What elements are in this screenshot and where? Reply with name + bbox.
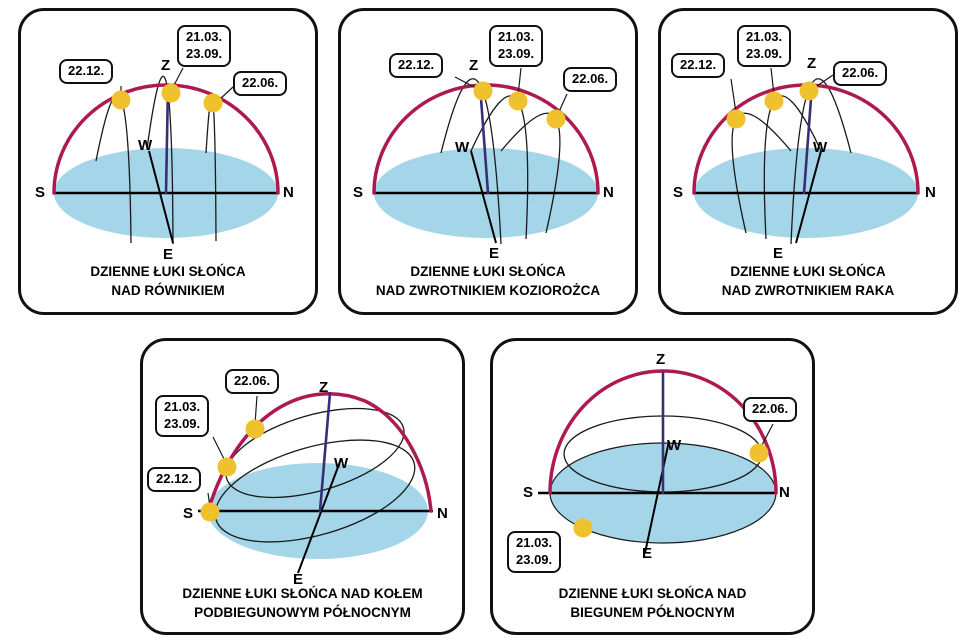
date-connector-line [454, 76, 479, 90]
sun-december-icon [111, 90, 131, 110]
label-south: S [673, 184, 684, 201]
sun-equinox-icon [217, 457, 237, 477]
label-south: S [35, 184, 46, 201]
diagram-equator [52, 67, 280, 245]
label-east: E [293, 571, 304, 588]
label-east: E [489, 245, 500, 262]
panel-equator: S N Z W E 22.12. 21.03. 23.09. 22.06. DZ… [18, 8, 318, 315]
sun-june-icon [203, 93, 223, 113]
date-connector-line [770, 67, 775, 96]
label-west: W [138, 137, 153, 154]
diagram-tropic-of-cancer [692, 67, 920, 245]
sun-path-equinox [214, 439, 416, 543]
sun-path-june [225, 407, 405, 499]
panel-arctic-circle: S N Z W E 22.06. 21.03. 23.09. 22.12. DZ… [140, 338, 465, 635]
label-zenith: Z [656, 351, 666, 368]
panel-caption: DZIENNE ŁUKI SŁOŃCA NAD RÓWNIKIEM [90, 264, 246, 298]
date-connector-line [760, 423, 774, 448]
date-badge-december: 22.12. [389, 53, 444, 78]
date-connector-line [813, 74, 834, 89]
label-north: N [925, 184, 936, 201]
label-zenith: Z [161, 57, 171, 74]
west-east-line [148, 150, 174, 244]
panel-tropic-of-cancer: S N Z W E 22.12. 21.03. 23.09. 22.06. DZ… [658, 8, 958, 315]
sun-equinox-icon [508, 91, 528, 111]
label-west: W [813, 139, 828, 156]
date-connector-line [254, 395, 258, 425]
sun-december-icon [473, 81, 493, 101]
panel-caption: DZIENNE ŁUKI SŁOŃCA NAD KOŁEM PODBIEGUNO… [182, 586, 423, 620]
label-zenith: Z [469, 57, 479, 74]
panel-tropic-of-capricorn: S N Z W E 22.12. 21.03. 23.09. 22.06. DZ… [338, 8, 638, 315]
date-connector-line [517, 67, 522, 97]
sun-equinox-icon [764, 91, 784, 111]
label-south: S [183, 505, 194, 522]
label-west: W [455, 139, 470, 156]
date-badge-equinox: 21.03. 23.09. [507, 531, 562, 573]
sun-june-icon [245, 419, 265, 439]
date-badge-june: 22.06. [563, 67, 618, 92]
label-south: S [523, 484, 534, 501]
label-east: E [163, 246, 174, 263]
zenith-line [802, 83, 814, 195]
panel-north-pole: S N Z W E 22.06. 21.03. 23.09. DZIENNE Ł… [490, 338, 815, 635]
date-badge-equinox: 21.03. 23.09. [155, 395, 210, 437]
label-north: N [779, 484, 790, 501]
label-north: N [283, 184, 294, 201]
sun-june-icon [799, 81, 819, 101]
label-zenith: Z [319, 379, 329, 396]
west-east-line [297, 458, 342, 574]
zenith-line [318, 391, 332, 513]
date-badge-june: 22.06. [743, 397, 798, 422]
sky-dome-arc [548, 369, 778, 495]
date-badge-equinox: 21.03. 23.09. [177, 25, 232, 67]
panel-caption: DZIENNE ŁUKI SŁOŃCA NAD ZWROTNIKIEM RAKA [721, 264, 895, 298]
diagram-tropic-of-capricorn [372, 67, 600, 245]
label-north: N [603, 184, 614, 201]
date-badge-june: 22.06. [833, 61, 888, 86]
label-east: E [642, 545, 653, 562]
diagram-north-pole [538, 369, 778, 554]
sun-june-icon [546, 109, 566, 129]
date-connector-line [212, 436, 226, 462]
label-west: W [334, 455, 349, 472]
panel-caption: DZIENNE ŁUKI SŁOŃCA NAD BIEGUNEM PÓŁNOCN… [558, 586, 747, 620]
sky-dome-arc [206, 392, 433, 513]
sun-path-equinox [146, 75, 174, 245]
west-east-line [470, 150, 497, 244]
sun-december-icon [200, 502, 220, 522]
sun-equinox-icon [161, 83, 181, 103]
label-east: E [773, 245, 784, 262]
label-zenith: Z [807, 55, 817, 72]
label-north: N [437, 505, 448, 522]
date-connector-line [218, 86, 234, 101]
sun-december-icon [726, 109, 746, 129]
sun-equinox-icon [573, 518, 593, 538]
date-badge-december: 22.12. [671, 53, 726, 78]
diagram-arctic-circle [198, 391, 433, 574]
date-badge-equinox: 21.03. 23.09. [737, 25, 792, 67]
sun-june-icon [749, 443, 769, 463]
panel-caption: DZIENNE ŁUKI SŁOŃCA NAD ZWROTNIKIEM KOZI… [375, 264, 601, 298]
date-badge-december: 22.12. [147, 467, 202, 492]
west-east-line [795, 150, 822, 244]
date-badge-december: 22.12. [59, 59, 114, 84]
date-badge-june: 22.06. [225, 369, 280, 394]
date-connector-line [730, 78, 737, 114]
label-west: W [667, 437, 682, 454]
zenith-line [164, 83, 170, 195]
west-east-line [644, 440, 670, 554]
zenith-line [478, 83, 490, 195]
date-badge-june: 22.06. [233, 71, 288, 96]
label-south: S [353, 184, 364, 201]
date-badge-equinox: 21.03. 23.09. [489, 25, 544, 67]
